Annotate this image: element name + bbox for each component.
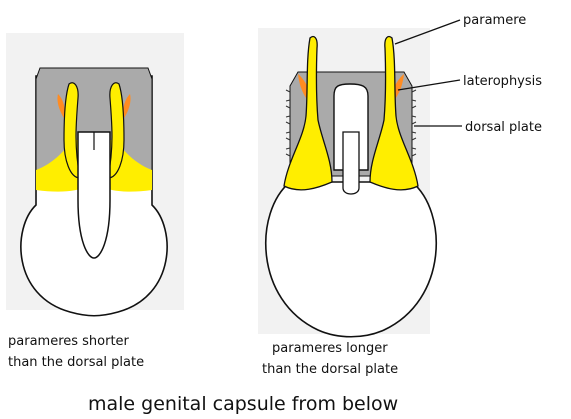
paramere-callout-label: paramere bbox=[463, 13, 526, 28]
right-central-stem bbox=[343, 132, 359, 194]
left-caption-line1: parameres shorter bbox=[8, 334, 130, 349]
right-caption-line2: than the dorsal plate bbox=[262, 362, 398, 377]
right-caption-line1: parameres longer bbox=[272, 341, 388, 356]
left-specimen bbox=[6, 33, 184, 316]
figure-title: male genital capsule from below bbox=[88, 393, 398, 415]
left-central-lobe bbox=[78, 132, 110, 258]
left-caption-line2: than the dorsal plate bbox=[8, 355, 144, 370]
dorsal-plate-callout-label: dorsal plate bbox=[465, 120, 542, 135]
laterophysis-callout-label: laterophysis bbox=[463, 74, 542, 89]
right-specimen bbox=[258, 20, 462, 337]
